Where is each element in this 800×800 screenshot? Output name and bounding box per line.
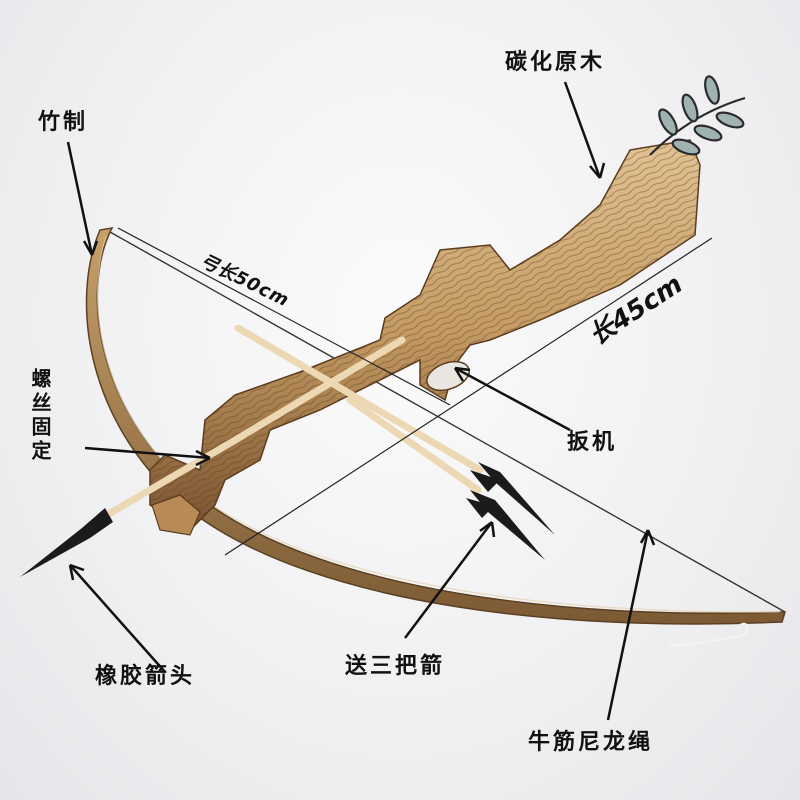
label-three-arrows: 送三把箭 (345, 654, 446, 679)
label-bamboo: 竹制 (38, 110, 89, 135)
string-loop (667, 622, 749, 647)
label-carbonized-wood: 碳化原木 (505, 50, 606, 75)
rubber-tip-mid-2 (470, 490, 545, 560)
bow-string (109, 231, 786, 613)
arrow-mid-1 (234, 324, 555, 535)
arrow-front (20, 336, 406, 577)
label-rubber-tip: 橡胶箭头 (95, 664, 196, 689)
label-nylon-string: 牛筋尼龙绳 (528, 730, 654, 755)
leader-lines (66, 81, 656, 721)
label-screw-fixed: 螺丝固定 (28, 368, 52, 464)
rubber-tip-front (20, 508, 113, 577)
bow-length-line (117, 227, 451, 406)
total-length-line (224, 237, 713, 556)
leaf-branch-icon (649, 75, 746, 156)
label-trigger: 扳机 (567, 430, 618, 455)
arrow-mid-2 (346, 396, 545, 560)
